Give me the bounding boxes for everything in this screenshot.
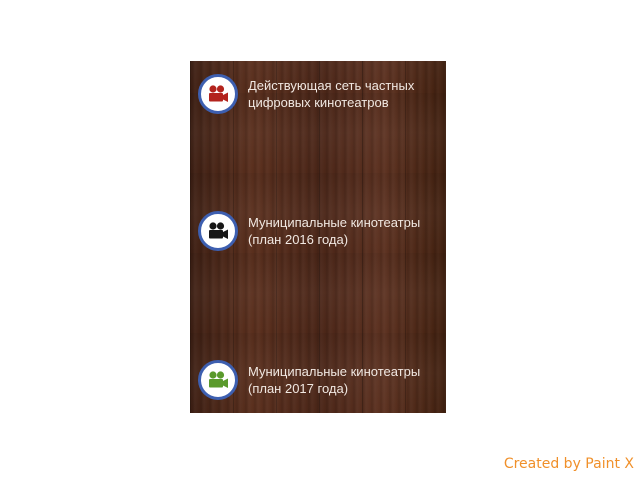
legend-panel: Действующая сеть частных цифровых киноте… xyxy=(190,61,446,413)
movie-camera-icon xyxy=(209,85,228,102)
legend-icon-circle xyxy=(198,74,238,114)
legend-icon-circle xyxy=(198,211,238,251)
legend-label: Действующая сеть частных цифровых киноте… xyxy=(248,78,415,110)
legend-item-municipal-2017: Муниципальные кинотеатры (план 2017 года… xyxy=(198,360,444,400)
legend-label: Муниципальные кинотеатры (план 2017 года… xyxy=(248,364,421,396)
legend-icon-circle xyxy=(198,360,238,400)
movie-camera-icon xyxy=(209,222,228,239)
legend-item-private-cinemas: Действующая сеть частных цифровых киноте… xyxy=(198,74,444,114)
movie-camera-icon xyxy=(209,371,228,388)
legend-item-municipal-2016: Муниципальные кинотеатры (план 2016 года… xyxy=(198,211,444,251)
watermark-text: Created by Paint X xyxy=(503,456,634,472)
legend-label: Муниципальные кинотеатры (план 2016 года… xyxy=(248,215,421,247)
